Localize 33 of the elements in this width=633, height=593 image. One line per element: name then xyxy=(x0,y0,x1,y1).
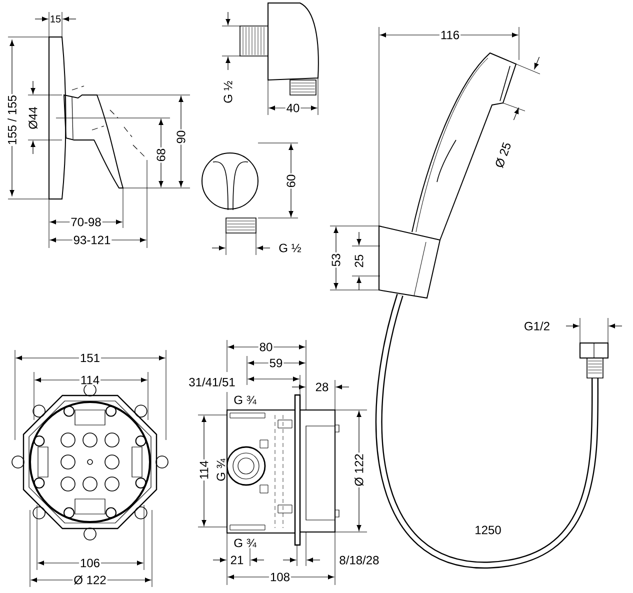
dimension-label: 68 xyxy=(156,147,166,163)
dimension-label: Ø44 xyxy=(28,106,38,130)
dimension-label: G ¾ xyxy=(216,458,226,482)
dimension-label: 155 / 155 xyxy=(6,94,18,146)
dimension-label: 25 xyxy=(354,253,364,269)
dimension-label: Ø 122 xyxy=(72,574,108,586)
dimension-label: 28 xyxy=(314,382,330,392)
dimension-label: G1/2 xyxy=(523,320,551,332)
dimension-label: 60 xyxy=(286,173,296,189)
dimension-label: 90 xyxy=(176,129,186,145)
dimension-label: Ø 122 xyxy=(354,452,364,488)
dimension-label: 59 xyxy=(268,358,284,368)
dimension-label: 70-98 xyxy=(70,216,102,228)
dimension-label: 31/41/51 xyxy=(188,376,236,388)
dimension-label: G ½ xyxy=(278,242,302,254)
dimension-label: Ø 25 xyxy=(493,140,513,170)
dimension-label: G ¾ xyxy=(232,538,258,548)
dimension-label: G ¾ xyxy=(232,394,258,406)
dimension-label: 93-121 xyxy=(72,234,112,246)
dimension-label: 53 xyxy=(330,252,342,268)
dimension-label: 114 xyxy=(79,374,101,386)
dimension-label: 108 xyxy=(269,572,291,582)
dimension-label: 15 xyxy=(50,16,62,22)
dimension-label: 116 xyxy=(439,30,461,40)
dimension-label: 114 xyxy=(198,459,210,481)
dimension-label: 80 xyxy=(258,342,274,352)
dimension-label: 1250 xyxy=(474,524,502,536)
dimension-label: 106 xyxy=(79,558,101,568)
dimension-label: 40 xyxy=(285,102,301,114)
dimension-label: G ½ xyxy=(222,80,234,104)
dimension-label: 151 xyxy=(79,352,101,364)
dimension-label: 8/18/28 xyxy=(338,554,380,566)
dimension-label: 21 xyxy=(229,554,245,566)
